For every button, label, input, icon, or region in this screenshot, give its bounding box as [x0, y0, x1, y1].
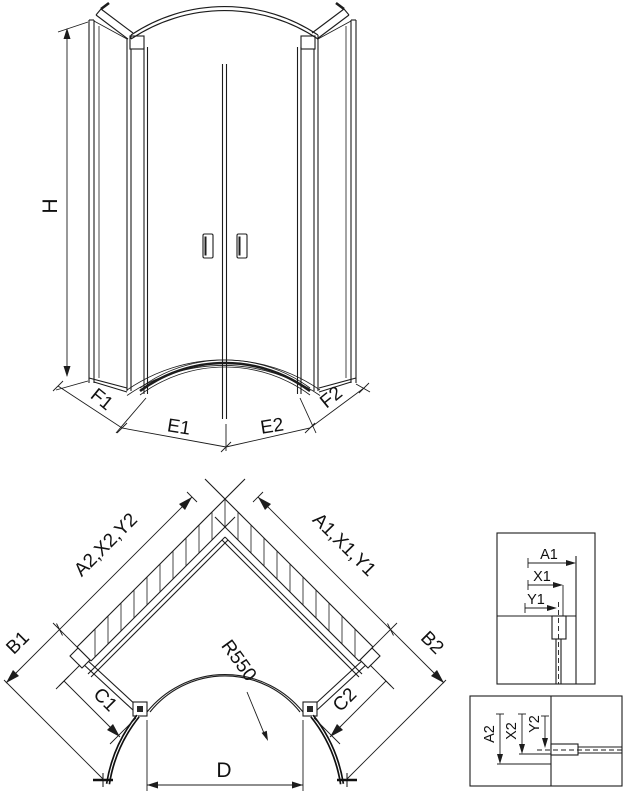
fixed-side-panels	[88, 20, 357, 393]
height-dimension	[55, 21, 89, 391]
c1-dimension-label: C1	[89, 684, 121, 716]
radius-leader	[246, 691, 268, 741]
radius-label: R550	[217, 636, 261, 685]
c2-dimension	[313, 664, 395, 745]
wall-profile-block-left	[69, 647, 91, 669]
curved-bottom-rail	[126, 359, 321, 396]
front-elevation-view: H F1 E1 E2 F2	[39, 1, 371, 453]
door-pivot-right	[302, 701, 318, 717]
x2-dimension	[518, 713, 551, 755]
wall-profiles	[88, 19, 357, 383]
x2-detail-label: X2	[504, 722, 520, 740]
open-door-right	[310, 714, 357, 787]
left-wall-dimension-chain	[3, 491, 198, 781]
right-wall-dims-label: A1,X1,Y1	[308, 509, 380, 581]
curved-top-rail	[130, 6, 319, 40]
door-opening-label: D	[216, 759, 231, 782]
e2-dimension-label: E2	[259, 414, 285, 438]
c1-dimension	[55, 664, 137, 745]
glass-panels-plan	[81, 536, 369, 712]
wall-bracket-section-2	[550, 743, 579, 756]
f1-dimension-label: F1	[86, 385, 116, 415]
detail-view-bottom: A2 X2 Y2	[469, 695, 623, 787]
e1-dimension-label: E1	[166, 415, 192, 439]
detail-top-frame	[496, 532, 596, 685]
x1-dimension	[527, 580, 564, 616]
open-door-left	[93, 714, 140, 787]
x1-detail-label: X1	[533, 569, 551, 585]
c2-dimension-label: C2	[329, 684, 361, 716]
curved-track	[146, 674, 304, 713]
y2-detail-label: Y2	[527, 715, 543, 733]
wall-hatching	[94, 499, 356, 657]
b1-dimension-label: B1	[2, 627, 33, 658]
b2-dimension-label: B2	[416, 627, 447, 658]
bottom-dimension-chain	[52, 380, 371, 453]
door-handle-right	[236, 233, 248, 259]
plan-view: A2,X2,Y2 A1,X1,Y1 B1 B2 C1 C2 R550 D	[2, 478, 448, 791]
detail-bottom-frame	[469, 695, 623, 787]
a2-detail-label: A2	[482, 725, 498, 743]
y1-dimension	[524, 603, 557, 613]
left-wall-dims-label: A2,X2,Y2	[70, 509, 142, 581]
hinge-block-right	[300, 35, 316, 50]
a2-dimension	[496, 713, 551, 765]
door-handle-left	[202, 233, 214, 259]
detail-view-top: A1 X1 Y1	[496, 532, 596, 685]
top-rail-brackets	[95, 1, 350, 40]
corner-walls	[76, 478, 374, 662]
y1-detail-label: Y1	[527, 592, 545, 608]
wall-bracket-section	[551, 615, 567, 640]
height-dimension-label: H	[39, 198, 62, 213]
a1-detail-label: A1	[540, 547, 558, 563]
a1-dimension	[527, 558, 576, 568]
hinge-block-left	[129, 35, 145, 50]
door-pivot-left	[132, 701, 148, 717]
right-wall-dimension-chain	[252, 491, 447, 781]
wall-profile-block-right	[359, 647, 381, 669]
y2-dimension	[541, 715, 549, 748]
door-opening-dimension	[146, 720, 304, 791]
